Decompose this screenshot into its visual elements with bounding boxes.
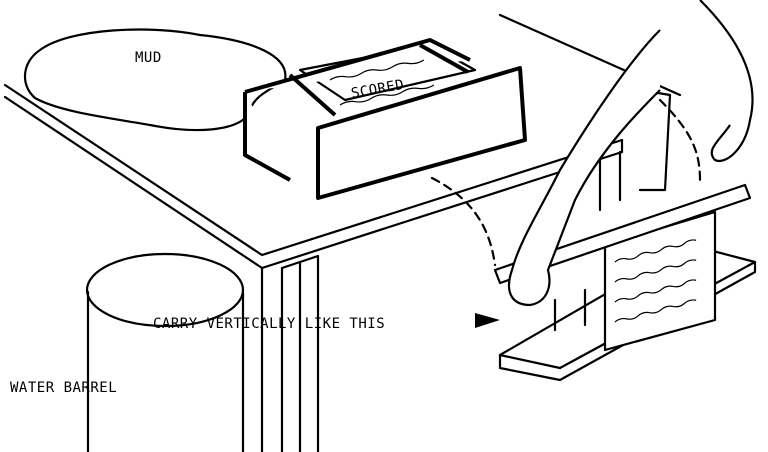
- label-carry: CARRY VERTICALLY LIKE THIS: [153, 316, 385, 332]
- carrying-arms: [507, 0, 754, 307]
- carried-form: [493, 88, 757, 382]
- scored-wave-lines: [329, 59, 435, 106]
- label-water-barrel: WATER BARREL: [10, 380, 117, 396]
- arrow-icon: [475, 313, 500, 328]
- motion-arc-right: [658, 98, 702, 182]
- mold-box: [243, 38, 527, 200]
- motion-arc-left: [430, 176, 497, 267]
- scored-panel-lines: [614, 239, 697, 323]
- water-barrel: [85, 252, 245, 452]
- label-mud: MUD: [135, 50, 162, 66]
